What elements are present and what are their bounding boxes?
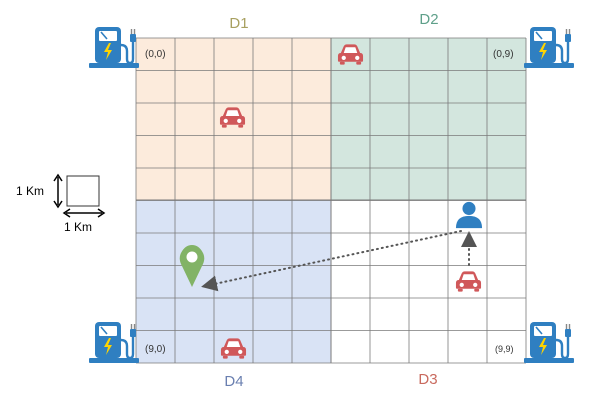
user-to-destination-path [201, 230, 462, 292]
district-d4-area [136, 200, 331, 363]
district-label-d1: D1 [229, 15, 248, 32]
district-d3-area [331, 200, 526, 363]
ev-charging-station-icon-bottom-left [89, 320, 139, 364]
scale-label-horizontal: 1 Km [64, 220, 92, 234]
corner-label-bottom-left: (9,0) [145, 344, 166, 355]
ev-charging-station-icon-top-right [524, 25, 574, 69]
scale-label-vertical: 1 Km [16, 184, 44, 198]
corner-label-top-left: (0,0) [145, 49, 166, 60]
corner-label-bottom-right: (9,9) [495, 344, 514, 354]
district-label-d2: D2 [419, 11, 438, 28]
ev-charging-station-icon-bottom-right [524, 320, 574, 364]
corner-label-top-right: (0,9) [493, 49, 514, 60]
district-d2-area [331, 38, 526, 200]
scale-legend: 1 Km 1 Km [16, 173, 106, 234]
district-label-d4: D4 [224, 373, 243, 390]
scale-square [66, 175, 100, 207]
ev-charging-station-icon-top-left [89, 25, 139, 69]
district-label-d3: D3 [418, 371, 437, 388]
